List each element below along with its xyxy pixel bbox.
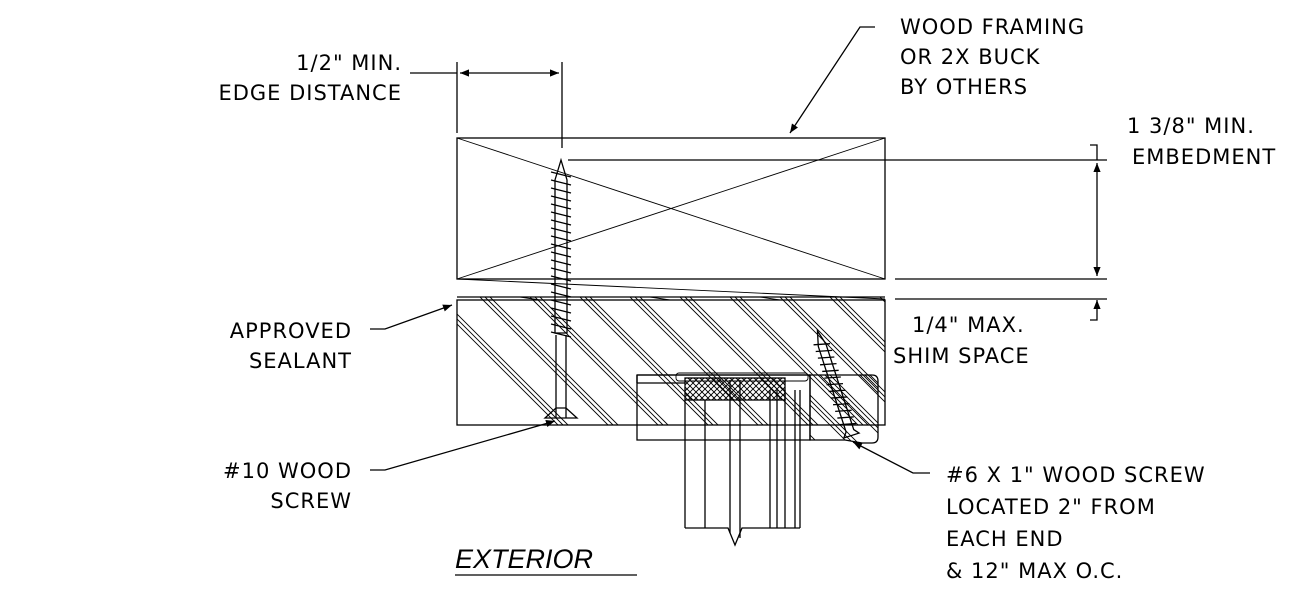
shim-space: [456, 278, 886, 301]
label-shim-space: 1/4" MAX. SHIM SPACE: [893, 313, 1030, 368]
svg-text:& 12" MAX O.C.: & 12" MAX O.C.: [946, 559, 1123, 583]
label-wood-framing: WOOD FRAMING OR 2X BUCK BY OTHERS: [900, 15, 1085, 99]
svg-text:#6 X 1" WOOD SCREW: #6 X 1" WOOD SCREW: [946, 463, 1206, 487]
svg-text:EMBEDMENT: EMBEDMENT: [1132, 145, 1276, 169]
svg-text:WOOD FRAMING: WOOD FRAMING: [900, 15, 1085, 39]
svg-text:APPROVED: APPROVED: [230, 319, 352, 343]
wood-screw-10: [543, 157, 579, 419]
svg-text:EACH END: EACH END: [946, 527, 1064, 551]
label-edge-distance: 1/2" MIN. EDGE DISTANCE: [218, 51, 402, 105]
svg-text:BY OTHERS: BY OTHERS: [900, 75, 1028, 99]
svg-text:LOCATED 2" FROM: LOCATED 2" FROM: [946, 495, 1156, 519]
label-embedment: 1 3/8" MIN. EMBEDMENT: [1127, 114, 1276, 169]
window-frame-section: [456, 297, 886, 444]
svg-text:SEALANT: SEALANT: [249, 349, 352, 373]
leader-lines: [370, 26, 930, 474]
svg-text:SCREW: SCREW: [270, 489, 352, 513]
svg-text:1/2" MIN.: 1/2" MIN.: [296, 51, 402, 75]
svg-text:1 3/8" MIN.: 1 3/8" MIN.: [1127, 114, 1255, 138]
svg-text:#10 WOOD: #10 WOOD: [223, 459, 352, 483]
svg-text:EXTERIOR: EXTERIOR: [455, 544, 593, 574]
label-sealant: APPROVED SEALANT: [230, 319, 352, 373]
svg-text:SHIM SPACE: SHIM SPACE: [893, 344, 1030, 368]
edge-distance-dimension: [410, 62, 563, 148]
wood-buck: [456, 137, 886, 280]
label-exterior: EXTERIOR: [455, 544, 637, 576]
wood-screw-6: [813, 328, 861, 440]
label-wood-screw-10: #10 WOOD SCREW: [223, 459, 352, 513]
svg-text:EDGE DISTANCE: EDGE DISTANCE: [218, 81, 402, 105]
svg-text:1/4" MAX.: 1/4" MAX.: [912, 313, 1025, 337]
svg-text:OR 2X BUCK: OR 2X BUCK: [900, 45, 1041, 69]
glazing-unit: [675, 372, 809, 547]
label-wood-screw-6: #6 X 1" WOOD SCREW LOCATED 2" FROM EACH …: [946, 463, 1206, 583]
embedment-dimension: [568, 144, 1107, 321]
